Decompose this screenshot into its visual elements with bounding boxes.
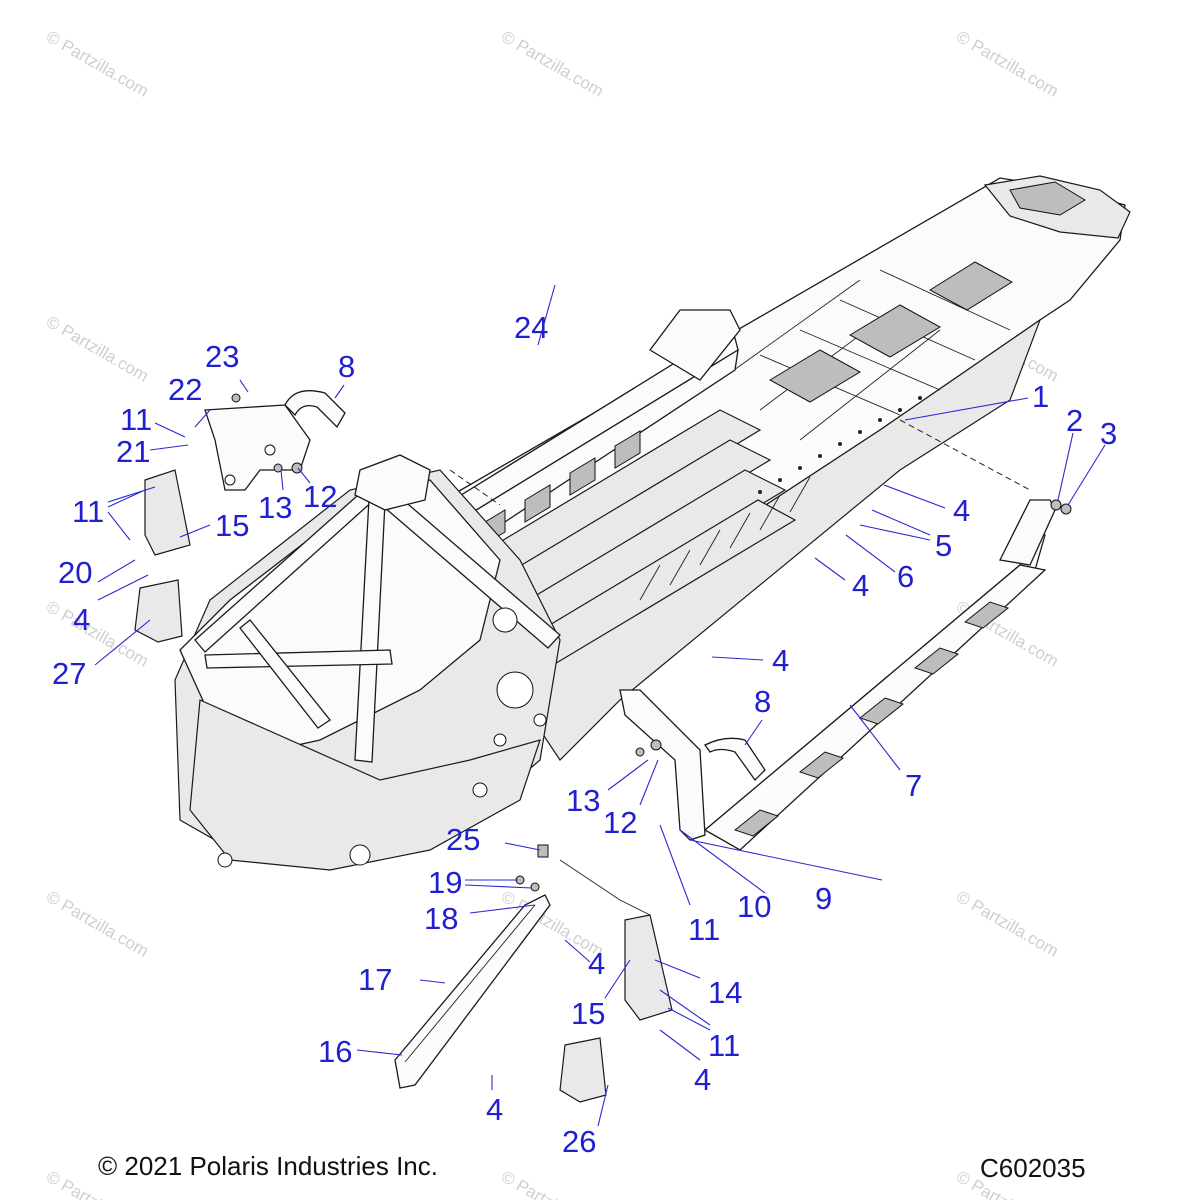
watermark: © Partzilla.com: [498, 27, 607, 101]
callout-8: 8: [754, 684, 771, 719]
assembly-dash-line: [899, 419, 1031, 491]
callout-22: 22: [168, 372, 202, 407]
callout-5: 5: [935, 528, 952, 563]
callout-4: 4: [852, 568, 869, 603]
callout-10: 10: [737, 889, 771, 924]
callout-4: 4: [73, 602, 90, 637]
part-14-right-panel: [559, 859, 673, 1021]
part-26-right-pad: [559, 1037, 607, 1103]
callout-labels: 1 2 3 4 5 6 4 4 7 8 8 9 10 11 11 11 11 1…: [52, 310, 1117, 1159]
part-20-left-panel: [144, 469, 191, 556]
watermark: © Partzilla.com: [953, 887, 1062, 961]
watermark: © Partzilla.com: [43, 27, 152, 101]
callout-26: 26: [562, 1124, 596, 1159]
copyright-text: © 2021 Polaris Industries Inc.: [98, 1151, 438, 1181]
callout-19: 19: [428, 865, 462, 900]
part-8-lower-handle: [704, 737, 766, 782]
callout-4: 4: [772, 643, 789, 678]
watermark: © Partzilla.com: [498, 1167, 607, 1200]
callout-15: 15: [215, 508, 249, 543]
chassis-tunnel: [434, 175, 1131, 761]
watermark: © Partzilla.com: [953, 27, 1062, 101]
watermark: © Partzilla.com: [43, 312, 152, 386]
callout-21: 21: [116, 434, 150, 469]
callout-13: 13: [258, 490, 292, 525]
callout-2: 2: [1066, 403, 1083, 438]
callout-1: 1: [1032, 379, 1049, 414]
callout-27: 27: [52, 656, 86, 691]
part-24-rail: [443, 309, 741, 548]
callout-11: 11: [688, 912, 720, 947]
callout-23: 23: [205, 339, 239, 374]
callout-11: 11: [708, 1028, 740, 1063]
callout-11: 11: [120, 402, 152, 437]
callout-16: 16: [318, 1034, 352, 1069]
callout-9: 9: [815, 881, 832, 916]
callout-20: 20: [58, 555, 92, 590]
assembly-dash-line: [449, 469, 501, 506]
part-7-running-board: [703, 499, 1056, 851]
callout-14: 14: [708, 975, 742, 1010]
callout-6: 6: [897, 559, 914, 594]
watermark: © Partzilla.com: [43, 887, 152, 961]
callout-15: 15: [571, 996, 605, 1031]
part-22-upper-bracket: [204, 404, 311, 491]
part-8-upper-handle: [284, 390, 346, 429]
callout-24: 24: [514, 310, 548, 345]
front-bulkhead: [174, 454, 561, 871]
callout-7: 7: [905, 768, 922, 803]
callout-4: 4: [588, 946, 605, 981]
part-16-lower-fairing: [394, 894, 551, 1089]
callout-18: 18: [424, 901, 458, 936]
callout-12: 12: [603, 805, 637, 840]
callout-12: 12: [303, 479, 337, 514]
callout-11: 11: [72, 494, 104, 529]
callout-17: 17: [358, 962, 392, 997]
drawing-number: C602035: [980, 1153, 1086, 1183]
callout-13: 13: [566, 783, 600, 818]
callout-3: 3: [1100, 416, 1117, 451]
callout-4: 4: [694, 1062, 711, 1097]
part-27-left-pad: [134, 579, 183, 643]
callout-8: 8: [338, 349, 355, 384]
callout-4: 4: [486, 1092, 503, 1127]
leader-lines: [94, 284, 1106, 1127]
hardware: [231, 393, 1072, 892]
callout-25: 25: [446, 822, 480, 857]
callout-4: 4: [953, 493, 970, 528]
